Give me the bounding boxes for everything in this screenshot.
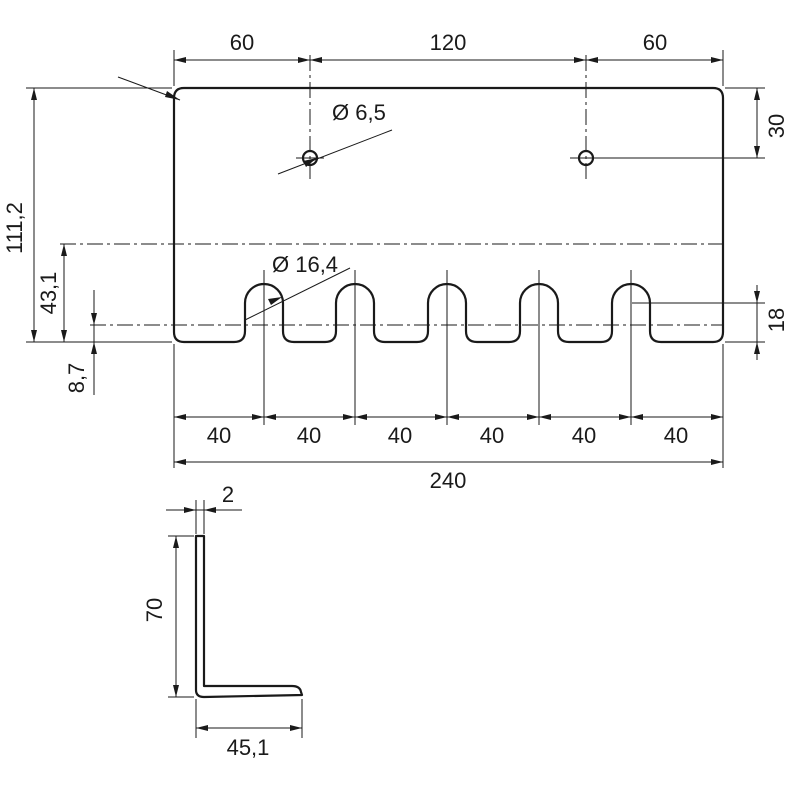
slot-height-dimension [61,244,67,342]
dim-total-width: 240 [430,468,467,493]
thickness-dimension [166,500,242,534]
dim-side-height: 70 [142,598,167,622]
small-hole-arrow [303,158,317,167]
slot-diameter-leader [244,267,351,321]
slot-spacing-4: 40 [480,423,504,448]
slot-diameter-arrow [268,297,282,305]
hole-offset-dimension [725,87,765,158]
slot-spacing-2: 40 [297,423,321,448]
dim-hole-offset: 30 [764,114,789,138]
slot-spacing-3: 40 [388,423,412,448]
dim-slot-depth: 18 [764,308,789,332]
slot-bottom-dimension [91,290,97,395]
small-hole-leader [277,129,393,175]
dim-thickness: 2 [222,482,234,507]
angle-profile [194,534,304,699]
corner-leader-arrow [165,91,180,100]
slot-spacing-1: 40 [207,423,231,448]
dim-top-middle: 120 [430,30,467,55]
top-dimension-group [173,50,724,86]
dim-slot-height: 43,1 [36,272,61,315]
plate-outline [172,86,725,344]
dim-slot-bottom: 8,7 [64,363,89,394]
leg-length-dimension [195,699,303,738]
side-height-dimension [168,535,194,698]
dim-small-hole: Ø 6,5 [332,100,386,125]
dim-top-right: 60 [643,30,667,55]
dim-top-left: 60 [230,30,254,55]
total-height-dimension [26,87,172,343]
slot-depth-dimension [632,285,765,360]
slot-spacing-5: 40 [572,423,596,448]
dim-total-height: 111,2 [2,202,27,254]
dim-leg-length: 45,1 [227,735,270,760]
slot-spacing-dimension [173,344,724,468]
dim-slot-diameter: Ø 16,4 [272,252,338,277]
total-width-dimension [174,459,723,465]
slot-center-lines [263,270,632,425]
slot-spacing-6: 40 [664,423,688,448]
